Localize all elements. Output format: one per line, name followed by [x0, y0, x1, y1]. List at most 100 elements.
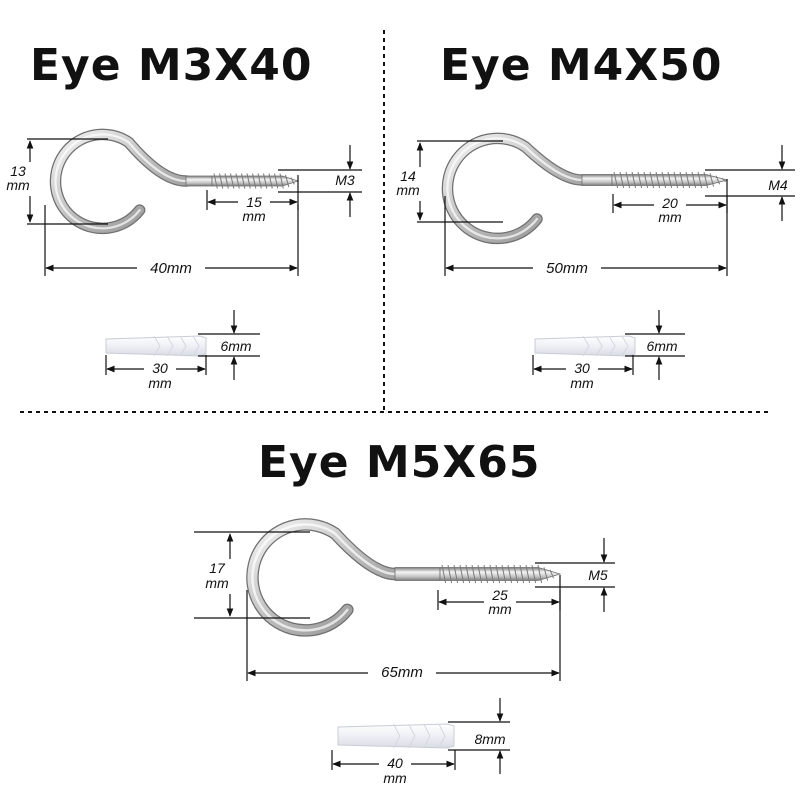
screw-thread-line [685, 171, 691, 189]
screw-thread-line [703, 171, 709, 189]
screw-thread-line [637, 171, 643, 189]
screw-thread-line [537, 564, 543, 584]
screw-thread-line [268, 173, 273, 189]
wall-plug-rib [192, 335, 200, 357]
wall-plug-2 [337, 723, 455, 749]
screw-thread-line [471, 564, 477, 584]
total-length-label: 50mm [546, 260, 588, 277]
screw-thread-line [667, 171, 673, 189]
screw-shank [581, 174, 613, 186]
screw-thread-line [477, 564, 483, 584]
screw-thread-line [531, 564, 537, 584]
wall-plug-0 [105, 335, 207, 357]
wall-plug-body [105, 335, 207, 357]
screw-thread-line [489, 564, 495, 584]
screw-thread-line [483, 564, 489, 584]
screw-thread-line [274, 173, 279, 189]
plug-length-unit: mm [383, 770, 407, 786]
screw-thread-line [661, 171, 667, 189]
thread-size-label: M4 [768, 177, 788, 193]
eye-ring-highlight [251, 523, 397, 632]
screw-thread-line [241, 173, 246, 189]
plug-length-value: 30 [574, 360, 590, 376]
wall-plug-rib [423, 723, 431, 749]
screw-thread-line [709, 173, 715, 187]
ring-height-value: 13 [10, 163, 26, 179]
screw-thread-line [549, 569, 555, 579]
panel-title-m5x65: Eye M5X65 [258, 437, 541, 488]
screw-thread-line [257, 173, 262, 189]
plug-diameter-label: 6mm [646, 338, 677, 354]
screw-thread-line [441, 564, 447, 584]
wall-plug-rib [393, 723, 401, 749]
wall-plug-body [337, 723, 455, 749]
ring-height-unit: mm [6, 177, 30, 193]
screw-thread-line [525, 564, 531, 584]
screw-thread-line [655, 171, 661, 189]
screw-thread-line [643, 171, 649, 189]
ring-height-unit: mm [396, 182, 420, 198]
plug-diameter-label: 8mm [474, 731, 505, 747]
thread-length-value: 15 [246, 194, 262, 210]
wall-plug-rib [595, 335, 603, 357]
screw-thread-line [619, 171, 625, 189]
thread-length-value: 20 [661, 195, 678, 211]
screw-shank [394, 567, 441, 581]
eye-ring-highlight [54, 133, 188, 230]
plug-length-value: 30 [152, 360, 168, 376]
wall-plug-rib [621, 335, 629, 357]
screw-thread-line [543, 567, 549, 581]
plug-length-unit: mm [148, 375, 172, 391]
screw-thread-line [495, 564, 501, 584]
panel-title-m4x50: Eye M4X50 [440, 40, 723, 91]
screw-thread-line [513, 564, 519, 584]
plug-length-unit: mm [570, 375, 594, 391]
thread-length-unit: mm [488, 601, 512, 617]
screw-thread-line [224, 173, 229, 189]
wall-plug-rib [166, 335, 174, 357]
eye-screw-2 [246, 518, 562, 637]
wall-plug-rib [582, 335, 590, 357]
eye-screw-1 [441, 132, 729, 245]
screw-thread-body [439, 567, 562, 581]
screw-thread-line [465, 564, 471, 584]
wall-plug-rib [608, 335, 616, 357]
screw-thread-line [697, 171, 703, 189]
screw-thread-line [501, 564, 507, 584]
screw-thread-line [279, 173, 284, 189]
screw-thread-line [290, 177, 295, 185]
screw-thread-line [631, 171, 637, 189]
ring-height-value: 17 [209, 560, 226, 576]
ring-height-unit: mm [205, 575, 229, 591]
plug-diameter-label: 6mm [220, 338, 251, 354]
screw-thread-line [721, 177, 726, 183]
screw-thread-line [507, 564, 513, 584]
plug-length-value: 40 [387, 755, 403, 771]
thread-size-label: M5 [588, 567, 608, 583]
eye-ring [443, 133, 587, 243]
screw-thread-line [263, 173, 268, 189]
screw-thread-line [613, 171, 619, 189]
screw-thread-line [673, 171, 679, 189]
wall-plug-1 [534, 335, 636, 357]
wall-plug-rib [408, 723, 416, 749]
total-length-label: 65mm [381, 664, 423, 681]
thread-size-label: M3 [335, 172, 355, 188]
screw-thread-line [235, 173, 240, 189]
thread-length-unit: mm [658, 209, 682, 225]
screw-thread-line [213, 173, 218, 189]
ring-height-value: 14 [400, 168, 416, 184]
eye-screw-0 [49, 128, 300, 235]
screw-thread-line [715, 175, 721, 185]
wall-plug-rib [153, 335, 161, 357]
eye-ring-highlight [446, 137, 584, 240]
wall-plug-rib [179, 335, 187, 357]
screw-thread-line [219, 173, 224, 189]
screw-thread-line [459, 564, 465, 584]
screw-thread-line [649, 171, 655, 189]
